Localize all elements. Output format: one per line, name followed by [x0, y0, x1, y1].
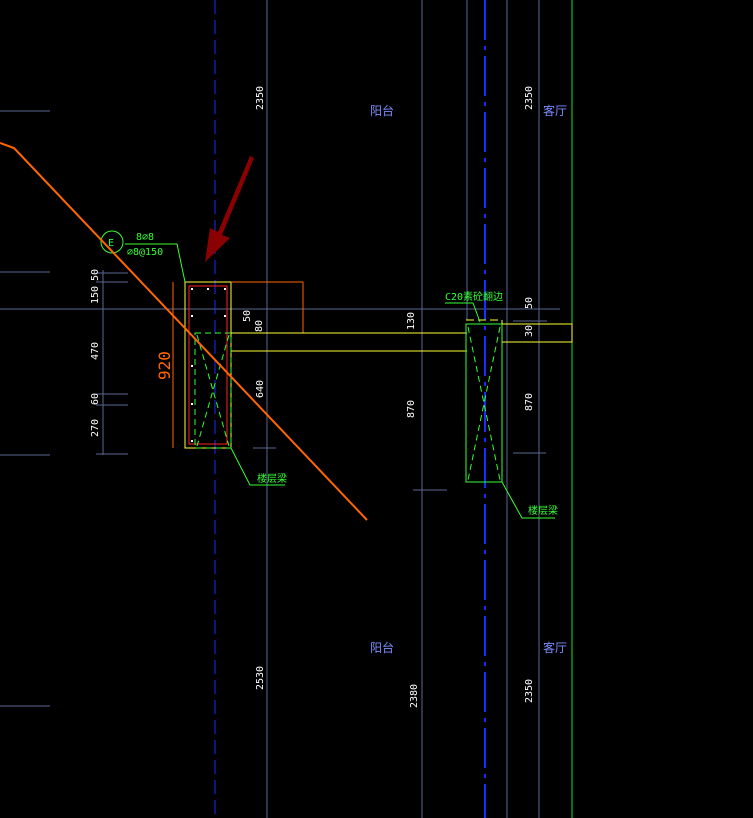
- dim-text: 870: [406, 400, 417, 418]
- dim-text: 150: [90, 286, 101, 304]
- dim-text: 2350: [524, 86, 535, 110]
- beam-height-dim: 920: [155, 351, 174, 380]
- beam-label: 楼层梁: [528, 504, 558, 517]
- leader-left: [230, 447, 285, 486]
- stirrup-label: ⌀8@150: [127, 247, 163, 258]
- slab-right: [502, 323, 573, 343]
- dim-text: 270: [90, 419, 101, 437]
- dim-text: 2530: [255, 666, 266, 690]
- dim-text: 2350: [255, 86, 266, 110]
- axis-bubble: [100, 230, 124, 254]
- room-label: 客厅: [543, 640, 567, 655]
- dim-text: 50: [242, 310, 253, 322]
- curb-outline: [465, 323, 503, 483]
- cutout-right: [467, 326, 501, 481]
- dim-text: 2380: [409, 684, 420, 708]
- dim-text: 30: [524, 325, 535, 337]
- rebar-dots: [191, 288, 226, 442]
- leader-curb: [445, 302, 481, 323]
- dim-text: 2350: [524, 679, 535, 703]
- axis-bubble-label: E: [108, 238, 114, 249]
- section-cut-line[interactable]: [0, 142, 368, 521]
- leader-rebar: [125, 243, 186, 283]
- dim-text: 80: [254, 320, 265, 332]
- dim-text: 470: [90, 342, 101, 360]
- cutout-left: [194, 332, 232, 449]
- dim-text: 50: [524, 297, 535, 309]
- dim-text: 50: [90, 269, 101, 281]
- beam-label: 楼层梁: [257, 472, 287, 485]
- grid-lines: [0, 0, 560, 818]
- dim-text: 60: [90, 393, 101, 405]
- curb-label: C20素砼翻边: [445, 290, 503, 303]
- dim-text: 870: [524, 393, 535, 411]
- rebar-label: 8⌀8: [136, 232, 154, 243]
- rebar-cage: [188, 285, 228, 445]
- dim-text: 130: [406, 312, 417, 330]
- leader-right: [501, 481, 555, 519]
- room-label: 阳台: [370, 640, 394, 655]
- pointer-arrow-icon: [205, 156, 254, 262]
- room-label: 客厅: [543, 103, 567, 118]
- room-label: 阳台: [370, 103, 394, 118]
- dim-text: 640: [255, 380, 266, 398]
